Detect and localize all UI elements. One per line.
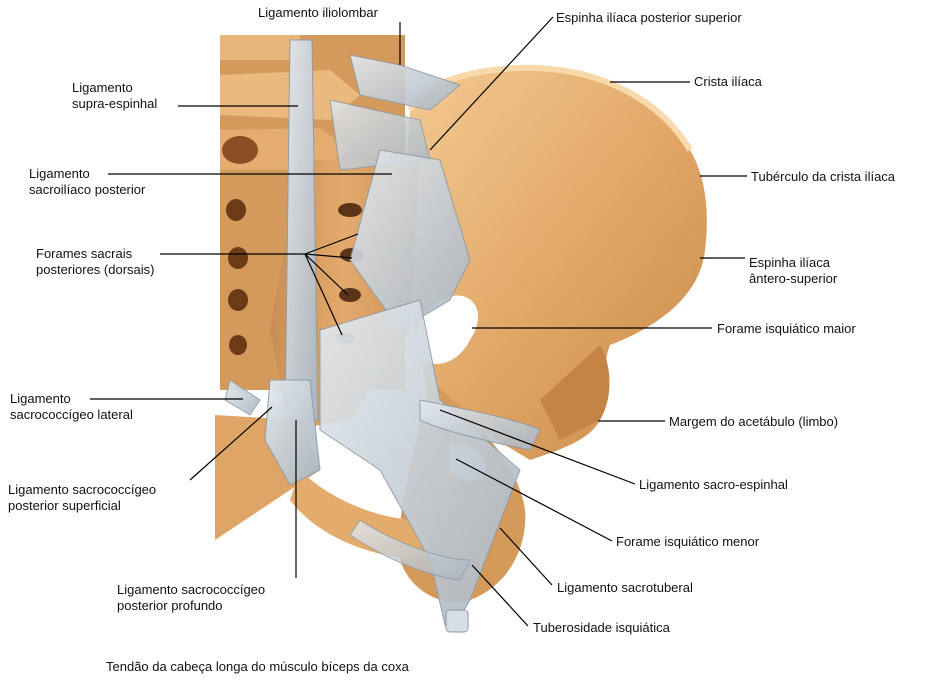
- label-espinha-iliaca-antero-superior: Espinha ilíaca ântero-superior: [749, 255, 837, 287]
- label-tuberculo-crista-iliaca: Tubérculo da crista ilíaca: [751, 169, 896, 184]
- label-forames-sacrais: Forames sacrais posteriores (dorsais): [36, 246, 155, 278]
- label-line: Espinha ilíaca: [749, 255, 830, 270]
- label-line: Forames sacrais: [36, 246, 133, 261]
- label-line: Ligamento: [10, 391, 71, 406]
- label-ligamento-sacrococcigeo-posterior-superficial: Ligamento sacrococcígeo posterior superf…: [8, 482, 156, 514]
- label-line: posterior profundo: [117, 598, 223, 613]
- label-ligamento-supraespinhal: Ligamento supra-espinhal: [72, 80, 157, 112]
- leader-lines: [90, 16, 747, 627]
- label-line: posteriores (dorsais): [36, 262, 155, 277]
- label-ligamento-iliolombar: Ligamento iliolombar: [258, 5, 378, 20]
- label-tendao-biceps: Tendão da cabeça longa do músculo bíceps…: [106, 659, 409, 674]
- label-line: sacroilíaco posterior: [29, 182, 146, 197]
- label-line: posterior superficial: [8, 498, 121, 513]
- greater-sciatic-foramen-shape: [416, 295, 479, 364]
- label-forame-isquiatico-maior: Forame isquiático maior: [717, 321, 856, 336]
- label-line: Ligamento sacrococcígeo: [8, 482, 157, 497]
- label-espinha-iliaca-posterior-superior: Espinha ilíaca posterior superior: [556, 10, 742, 25]
- label-line: Ligamento sacrococcígeo: [117, 582, 266, 597]
- label-line: ântero-superior: [749, 271, 838, 286]
- label-ligamento-sacroiliaco-posterior: Ligamento sacroilíaco posterior: [29, 166, 145, 198]
- label-line: Ligamento: [29, 166, 90, 181]
- label-ligamento-sacrotuberal: Ligamento sacrotuberal: [557, 580, 693, 595]
- label-tuberosidade-isquiatica: Tuberosidade isquiática: [533, 620, 670, 635]
- label-ligamento-sacrococcigeo-posterior-profundo: Ligamento sacrococcígeo posterior profun…: [117, 582, 265, 614]
- label-ligamento-sacroespinhal: Ligamento sacro-espinhal: [639, 477, 788, 492]
- label-margem-acetabulo: Margem do acetábulo (limbo): [669, 414, 839, 429]
- label-crista-iliaca: Crista ilíaca: [694, 74, 762, 89]
- label-forame-isquiatico-menor: Forame isquiático menor: [616, 534, 760, 549]
- biceps-tendon-shape: [445, 609, 469, 633]
- label-line: Ligamento: [72, 80, 133, 95]
- label-line: sacrococcígeo lateral: [10, 407, 133, 422]
- label-ligamento-sacrococcigeo-lateral: Ligamento sacrococcígeo lateral: [10, 391, 133, 423]
- label-line: supra-espinhal: [72, 96, 158, 111]
